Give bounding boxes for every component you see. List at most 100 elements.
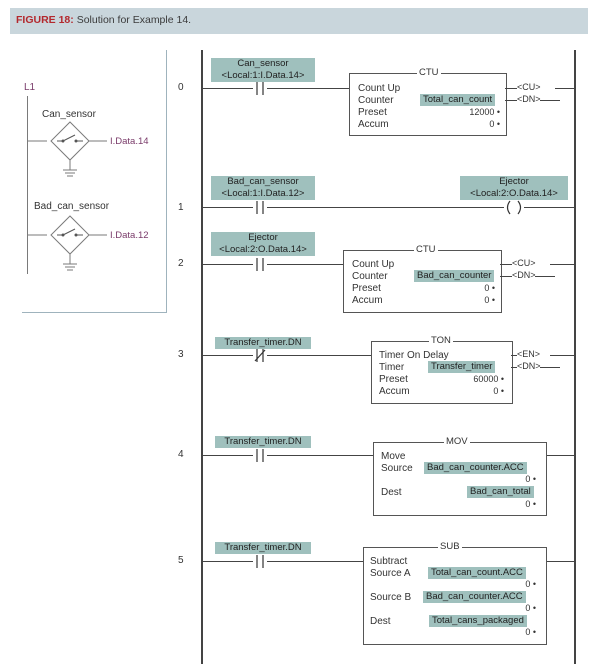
figure-label: FIGURE 18: (16, 14, 74, 26)
output-en: <EN> (517, 349, 541, 359)
block-row-label: Dest (381, 487, 402, 498)
rung-wire (203, 455, 253, 456)
coil-tag-name: Ejector (460, 176, 568, 188)
output-dn: <DN> (512, 270, 536, 280)
dest-tag: Bad_can_total (467, 486, 534, 498)
rung-number: 3 (178, 349, 184, 360)
rung-number: 4 (178, 449, 184, 460)
xic-contact-icon[interactable] (253, 555, 267, 568)
contact-tag-name: Ejector (211, 232, 315, 244)
rung-wire (555, 88, 574, 89)
source-b-tag: Bad_can_counter.ACC (423, 591, 526, 603)
mov-instruction-block[interactable] (373, 442, 547, 516)
output-cu: <CU> (517, 82, 541, 92)
rung-number: 1 (178, 202, 184, 213)
output-wire (535, 276, 555, 277)
rung-wire (203, 561, 253, 562)
output-coil-icon[interactable] (504, 200, 524, 215)
coil-tag-address: <Local:2:O.Data.14> (460, 188, 568, 200)
bad-can-sensor-label: Bad_can_sensor (34, 201, 110, 212)
block-row-label: Preset (352, 283, 381, 294)
rung-wire (203, 264, 253, 265)
accum-value: 0 • (484, 295, 495, 305)
source-value: 0 • (525, 474, 536, 484)
dest-value: 0 • (525, 627, 536, 637)
panel-bottom-line (22, 312, 167, 313)
block-row-label: Count Up (358, 83, 401, 94)
source-a-tag: Total_can_count.ACC (428, 567, 526, 579)
rung-number: 5 (178, 555, 184, 566)
rail-label-l1: L1 (24, 82, 36, 93)
contact-tag-name: Can_sensor (211, 58, 315, 70)
contact-tag-address: <Local:1:I.Data.12> (211, 188, 315, 200)
output-wire (540, 367, 560, 368)
rung-wire (203, 355, 253, 356)
block-row-label: Preset (379, 374, 408, 385)
block-row-label: Counter (358, 95, 394, 106)
output-wire (511, 355, 517, 356)
output-wire (505, 100, 517, 101)
output-wire (500, 264, 512, 265)
source-a-value: 0 • (525, 579, 536, 589)
can-sensor-tag: I.Data.14 (110, 136, 149, 147)
xic-contact-icon[interactable] (253, 258, 267, 271)
contact-tag-name: Transfer_timer.DN (215, 436, 311, 448)
field-rail-l1 (27, 96, 28, 274)
preset-value: 60000 • (473, 374, 504, 384)
contact-tag-name: Bad_can_sensor (211, 176, 315, 188)
block-row-label: Accum (379, 386, 410, 397)
block-row-label: Source (381, 463, 413, 474)
rung-wire (203, 88, 253, 89)
xic-contact-icon[interactable] (253, 449, 267, 462)
bad-can-sensor-tag: I.Data.12 (110, 230, 149, 241)
rung-number: 2 (178, 258, 184, 269)
block-row-label: Count Up (352, 259, 395, 270)
output-dn: <DN> (517, 94, 541, 104)
rung-wire (550, 355, 574, 356)
right-power-rail (574, 50, 576, 664)
accum-value: 0 • (489, 119, 500, 129)
xio-contact-icon[interactable] (253, 349, 267, 362)
rung-wire (545, 561, 574, 562)
rung-wire (550, 264, 574, 265)
left-power-rail (201, 50, 203, 664)
block-row-label: Timer On Delay (379, 350, 449, 361)
rung-number: 0 (178, 82, 184, 93)
contact-tag-address: <Local:1:I.Data.14> (211, 70, 315, 82)
instruction-type: CTU (414, 244, 438, 255)
block-row-label: Dest (370, 616, 391, 627)
rung-wire (267, 207, 504, 208)
block-row-label: Timer (379, 362, 405, 373)
block-row-label: Accum (358, 119, 389, 130)
xic-contact-icon[interactable] (253, 82, 267, 95)
bad-can-sensor-switch-icon (27, 215, 107, 271)
block-row-label: Preset (358, 107, 387, 118)
rung-wire (203, 207, 253, 208)
contact-tag-name: Transfer_timer.DN (215, 337, 311, 349)
xic-contact-icon[interactable] (253, 201, 267, 214)
instruction-type: TON (429, 335, 453, 346)
source-b-value: 0 • (525, 603, 536, 613)
timer-tag: Transfer_timer (428, 361, 496, 373)
rung-wire (267, 88, 349, 89)
block-row-label: Move (381, 451, 406, 462)
can-sensor-label: Can_sensor (42, 109, 96, 120)
preset-value: 0 • (484, 283, 495, 293)
rung-wire (524, 207, 574, 208)
output-wire (505, 88, 517, 89)
instruction-type: MOV (444, 436, 470, 447)
rung-wire (267, 455, 373, 456)
contact-tag-name: Transfer_timer.DN (215, 542, 311, 554)
instruction-type: CTU (417, 67, 441, 78)
can-sensor-switch-icon (27, 121, 107, 177)
dest-value: 0 • (525, 499, 536, 509)
block-row-label: Counter (352, 271, 388, 282)
output-dn: <DN> (517, 361, 541, 371)
counter-tag: Total_can_count (420, 94, 496, 106)
block-row-label: Source A (370, 568, 411, 579)
figure-title-bar (10, 8, 588, 34)
rung-wire (267, 355, 371, 356)
output-wire (511, 367, 517, 368)
dest-tag: Total_cans_packaged (429, 615, 527, 627)
rung-wire (267, 561, 363, 562)
